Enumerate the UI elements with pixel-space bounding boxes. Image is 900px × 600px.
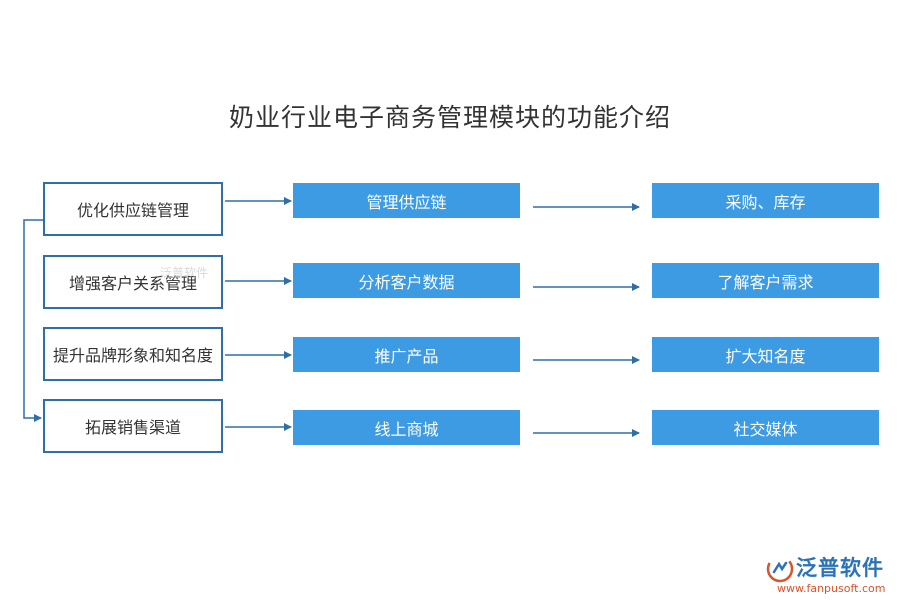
category-label: 拓展销售渠道 bbox=[84, 418, 181, 437]
category-box: 拓展销售渠道 bbox=[43, 399, 223, 453]
function-label: 线上商城 bbox=[374, 419, 439, 439]
category-box: 优化供应链管理 bbox=[43, 182, 223, 236]
logo-url: www.fanpusoft.com bbox=[777, 582, 886, 595]
bracket-connector bbox=[23, 219, 43, 422]
result-box: 了解客户需求 bbox=[652, 263, 879, 298]
function-box: 线上商城 bbox=[293, 410, 520, 445]
category-label: 优化供应链管理 bbox=[76, 201, 189, 220]
category-box: 提升品牌形象和知名度 bbox=[43, 327, 223, 381]
brand-logo: 泛普软件 www.fanpusoft.com bbox=[765, 552, 895, 598]
function-label: 管理供应链 bbox=[366, 192, 447, 212]
category-box: 增强客户关系管理 bbox=[43, 255, 223, 309]
function-label: 推广产品 bbox=[374, 346, 439, 366]
category-label: 增强客户关系管理 bbox=[68, 274, 197, 293]
result-label: 社交媒体 bbox=[733, 419, 798, 439]
result-label: 采购、库存 bbox=[725, 192, 806, 212]
function-box: 管理供应链 bbox=[293, 183, 520, 218]
result-box: 社交媒体 bbox=[652, 410, 879, 445]
function-box: 分析客户数据 bbox=[293, 263, 520, 298]
result-box: 扩大知名度 bbox=[652, 337, 879, 372]
result-box: 采购、库存 bbox=[652, 183, 879, 218]
function-box: 推广产品 bbox=[293, 337, 520, 372]
result-label: 扩大知名度 bbox=[725, 346, 806, 366]
category-label: 提升品牌形象和知名度 bbox=[52, 346, 213, 365]
result-label: 了解客户需求 bbox=[717, 272, 814, 292]
logo-name: 泛普软件 bbox=[796, 556, 884, 580]
diagram-title: 奶业行业电子商务管理模块的功能介绍 bbox=[228, 103, 671, 132]
watermark: 泛普软件 bbox=[160, 266, 209, 280]
logo-icon bbox=[766, 555, 794, 583]
function-label: 分析客户数据 bbox=[358, 272, 455, 292]
